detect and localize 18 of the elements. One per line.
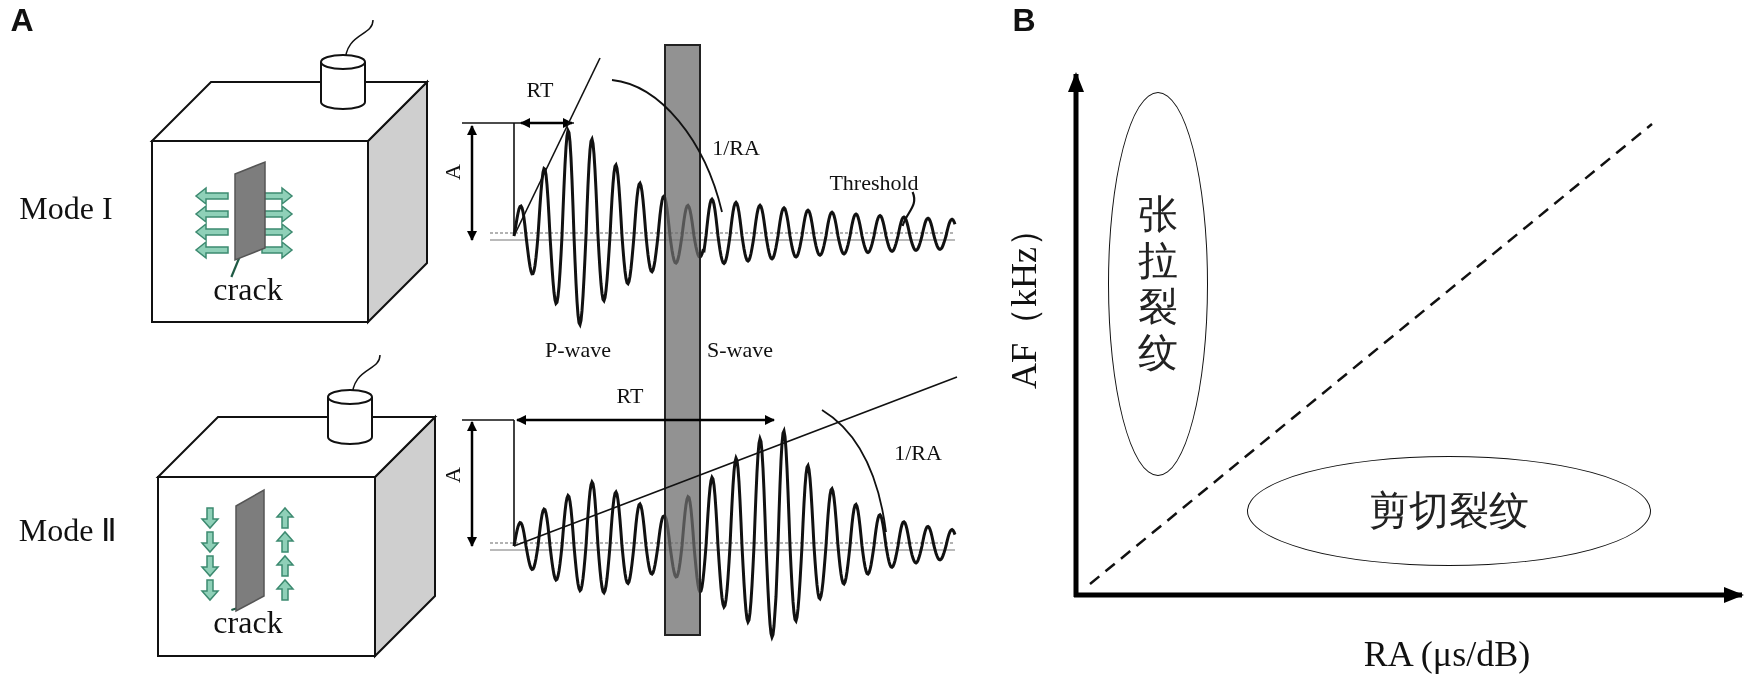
- slope-label: 1/RA: [712, 137, 760, 159]
- leader-line: [901, 191, 916, 227]
- axis-title: RA (μs/dB): [1363, 636, 1531, 672]
- dimension-label: A: [442, 164, 464, 180]
- crack-label: crack: [213, 606, 283, 638]
- slope-label: 1/RA: [894, 442, 942, 464]
- dimension-label: RT: [526, 79, 554, 101]
- threshold-label: Threshold: [829, 172, 919, 194]
- crack-label: crack: [213, 273, 283, 305]
- dimension-label: RT: [616, 385, 644, 407]
- mode-label: Mode I: [19, 192, 113, 224]
- wave-label: S-wave: [707, 339, 773, 361]
- panel-letter: A: [10, 4, 34, 36]
- mode-label: Mode Ⅱ: [18, 514, 118, 546]
- wave-label: P-wave: [545, 339, 611, 361]
- panel-letter: B: [1012, 4, 1036, 36]
- dimension-label: A: [442, 467, 464, 483]
- axis-title: AF（kHz）: [1006, 211, 1042, 389]
